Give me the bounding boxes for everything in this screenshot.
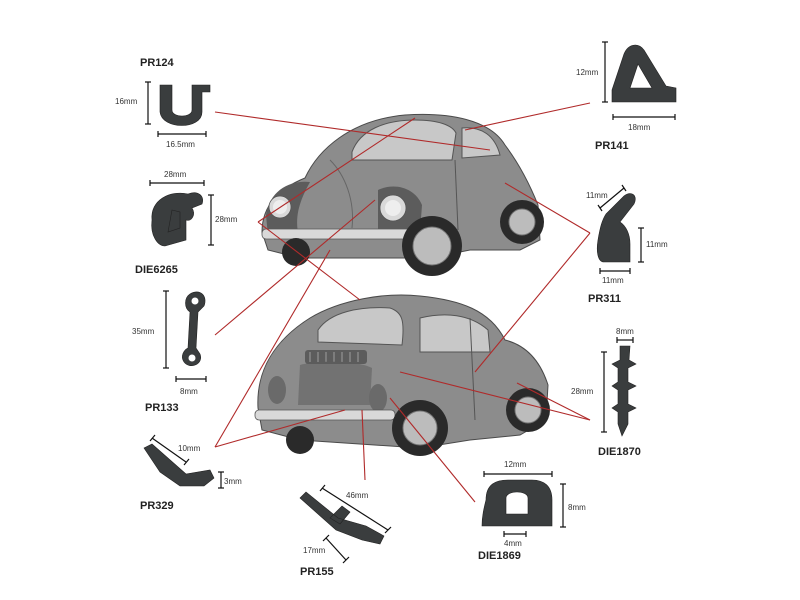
pr133-width-dim: 8mm [180, 387, 198, 396]
pr124-label: PR124 [140, 57, 175, 69]
front-car-image [261, 113, 544, 276]
pr329-label: PR329 [140, 500, 174, 512]
die1869-profile [481, 479, 553, 527]
pr141-label: PR141 [595, 140, 629, 152]
die1869-width-dim: 12mm [504, 460, 527, 469]
pr329-length-dim: 10mm [178, 444, 201, 453]
pr124-height-dim: 16mm [115, 97, 138, 106]
die1870-profile [611, 345, 637, 437]
pr329-thickness-dim: 3mm [224, 477, 242, 486]
pr311-height-dim: 11mm [646, 240, 668, 249]
part-die1869: DIE1869 12mm 8mm 4mm [478, 460, 586, 562]
part-die1870: DIE1870 8mm 28mm [571, 327, 641, 458]
part-pr329: PR329 10mm 3mm [140, 434, 242, 512]
pr124-width-dim: 16.5mm [166, 140, 195, 149]
rear-car-image [254, 294, 550, 456]
pr155-width-dim: 17mm [303, 546, 326, 555]
pr133-label: PR133 [145, 402, 179, 414]
pr155-profile [299, 491, 385, 545]
die1870-width-dim: 8mm [616, 327, 634, 336]
leader-lines [214, 102, 591, 503]
part-pr311: PR311 11mm 11mm 11mm [586, 184, 668, 305]
die1869-slot-dim: 4mm [504, 539, 522, 548]
part-pr141: PR141 12mm 18mm [576, 41, 677, 152]
pr155-length-dim: 46mm [346, 491, 369, 500]
pr155-label: PR155 [300, 566, 334, 578]
pr141-width-dim: 18mm [628, 123, 651, 132]
die6265-profile [151, 192, 203, 247]
pr141-profile [611, 44, 677, 103]
pr311-width-dim: 11mm [602, 276, 624, 285]
pr311-profile [596, 193, 636, 263]
die1869-label: DIE1869 [478, 550, 521, 562]
die1869-height-dim: 8mm [568, 503, 586, 512]
pr133-height-dim: 35mm [132, 327, 155, 336]
part-die6265: DIE6265 28mm 28mm [135, 170, 238, 276]
pr141-height-dim: 12mm [576, 68, 599, 77]
die6265-width-dim: 28mm [164, 170, 187, 179]
part-pr133: PR133 35mm 8mm [132, 290, 207, 414]
part-pr124: PR124 16mm 16.5mm [115, 57, 211, 149]
part-pr155: PR155 46mm 17mm [299, 484, 392, 578]
die1870-label: DIE1870 [598, 446, 641, 458]
die1870-height-dim: 28mm [571, 387, 594, 396]
pr329-profile [143, 443, 215, 487]
pr311-label: PR311 [588, 293, 621, 305]
pr124-profile [159, 84, 211, 126]
die6265-label: DIE6265 [135, 264, 178, 276]
die6265-height-dim: 28mm [215, 215, 238, 224]
pr311-diagonal-dim: 11mm [586, 191, 608, 200]
pr133-profile [182, 291, 206, 366]
